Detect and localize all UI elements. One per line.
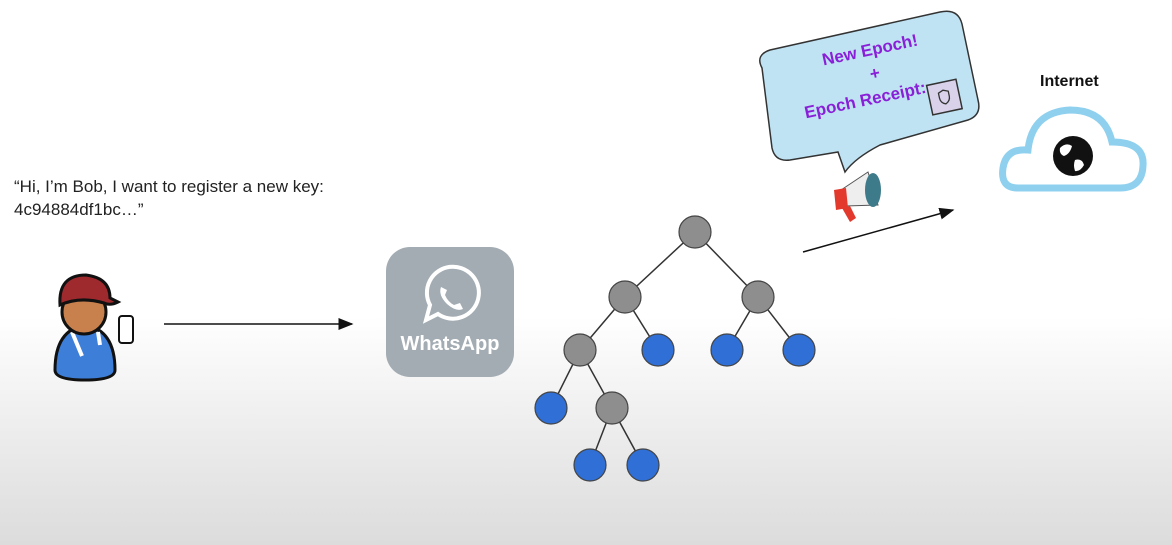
tree-node-leaf — [534, 391, 568, 425]
quote-line-2: 4c94884df1bc…” — [14, 200, 144, 219]
registration-quote: “Hi, I’m Bob, I want to register a new k… — [14, 175, 324, 221]
tree-node-leaf — [641, 333, 675, 367]
internet-label: Internet — [1040, 73, 1099, 90]
bob-user-icon — [53, 273, 134, 382]
internet-cloud-icon — [999, 106, 1147, 192]
receipt-scroll-icon — [925, 78, 964, 116]
whatsapp-label: WhatsApp — [400, 333, 500, 355]
whatsapp-logo-icon — [386, 247, 514, 377]
globe-icon — [1053, 136, 1093, 176]
speech-bubble — [759, 10, 980, 174]
tree-node-internal — [563, 333, 597, 367]
tree-node-leaf — [573, 448, 607, 482]
tree-node-internal — [608, 280, 642, 314]
tree-node-internal — [741, 280, 775, 314]
tree-node-leaf — [710, 333, 744, 367]
tree-node-leaf — [626, 448, 660, 482]
megaphone-icon — [834, 171, 881, 222]
tree-node-internal — [678, 215, 712, 249]
tree-node-internal — [595, 391, 629, 425]
tree-node-leaf — [782, 333, 816, 367]
arrow-tree-to-internet — [802, 207, 955, 253]
quote-line-1: “Hi, I’m Bob, I want to register a new k… — [14, 177, 324, 196]
